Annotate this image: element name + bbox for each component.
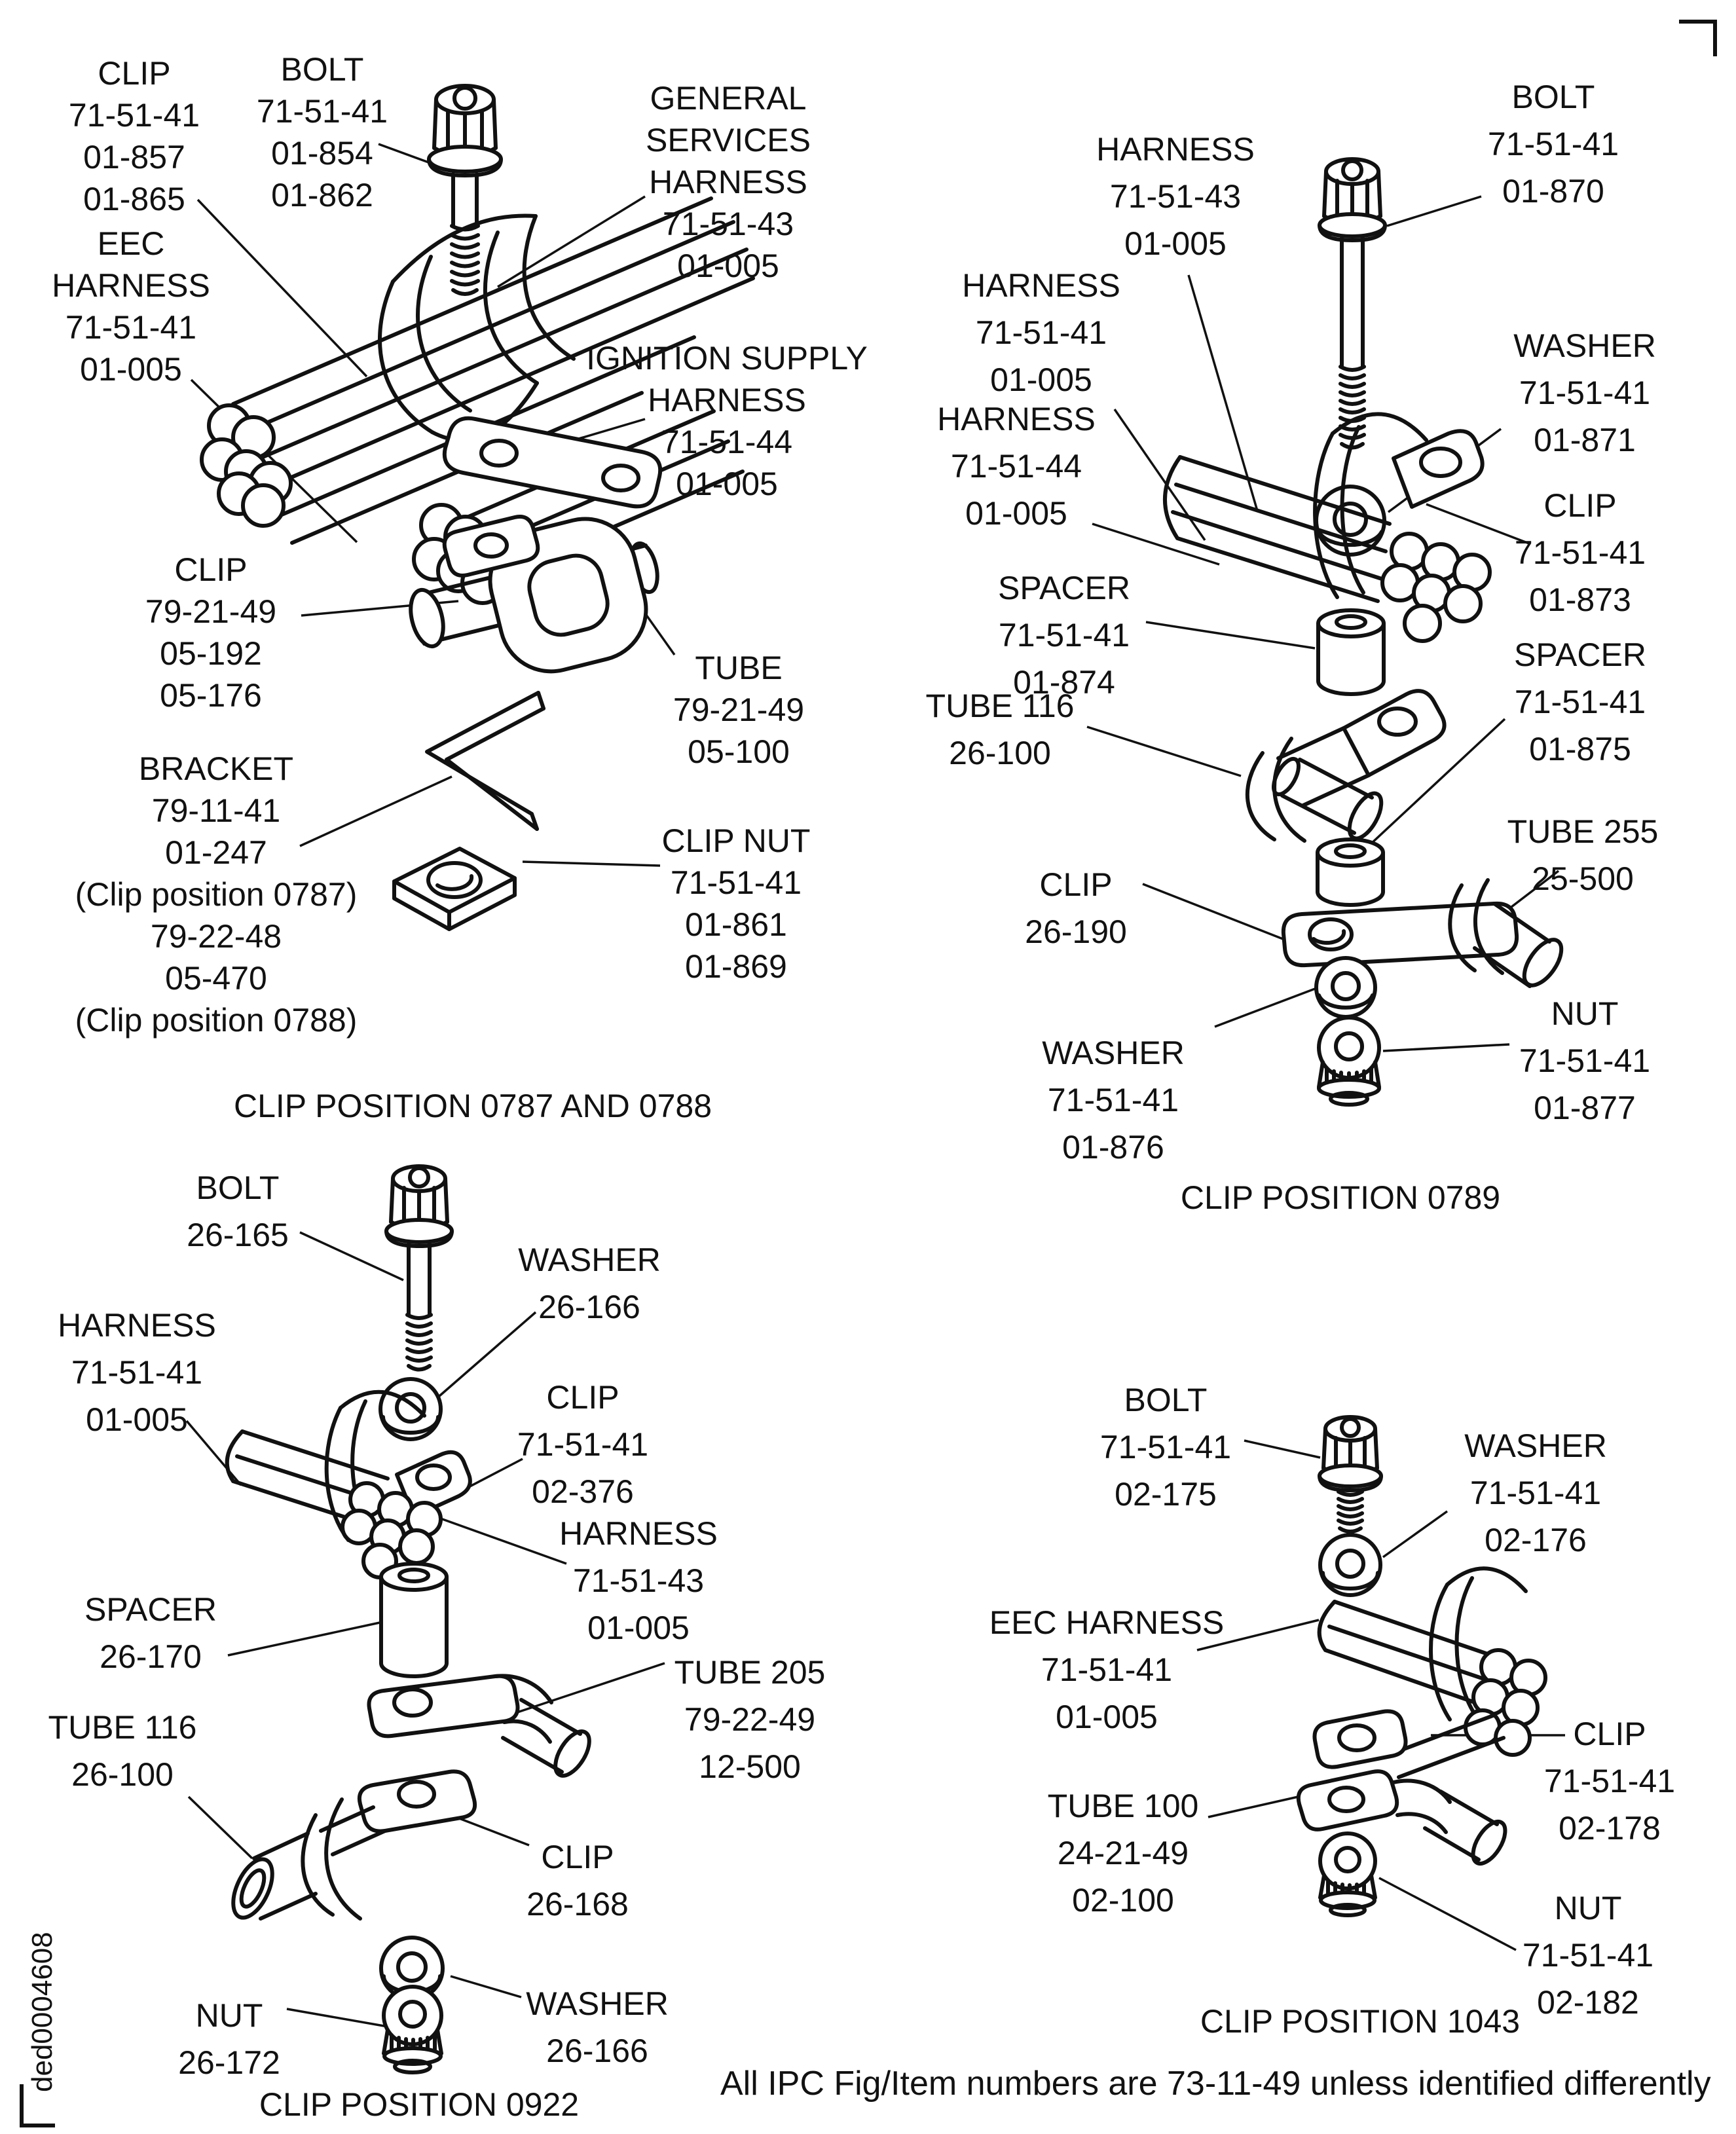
figure-caption-1043: CLIP POSITION 1043 — [1200, 2003, 1521, 2040]
footer-note: All IPC Fig/Item numbers are 73-11-49 un… — [720, 2065, 1711, 2103]
figure-caption-0787-0788: CLIP POSITION 0787 AND 0788 — [233, 1088, 712, 1124]
figure-caption-0789: CLIP POSITION 0789 — [1180, 1179, 1501, 1216]
bolt-illustration-1043 — [1318, 1415, 1383, 1534]
washer-illustration-02-176 — [1318, 1533, 1382, 1597]
corner-mark-bottom-left — [20, 2084, 55, 2127]
tube-255-illustration — [1448, 878, 1564, 988]
spacer-illustration-01-874 — [1316, 608, 1386, 696]
harness-illustration-0922 — [225, 1389, 472, 1579]
washer-illustration-26-166 — [379, 1377, 443, 1441]
figure-caption-0922: CLIP POSITION 0922 — [259, 2086, 580, 2123]
corner-mark-top-right — [1679, 20, 1717, 56]
nut-illustration-02-182 — [1318, 1831, 1377, 1917]
washer-illustration-01-876 — [1314, 956, 1377, 1019]
nut-illustration-01-877 — [1317, 1016, 1381, 1107]
bolt-illustration-0922 — [384, 1164, 454, 1372]
tube-205-illustration — [367, 1674, 591, 1778]
clip-illustration-79-21-49 — [409, 515, 659, 674]
tube-116-illustration-0789 — [1245, 689, 1447, 843]
harness-illustration-0789 — [1163, 412, 1492, 643]
spacer-illustration-01-875 — [1316, 837, 1385, 907]
tube-116-illustration-0922 — [231, 1769, 477, 1921]
eec-harness-illustration-1043 — [1312, 1566, 1547, 1779]
bolt-illustration-0789 — [1318, 157, 1387, 450]
spacer-illustration-26-170 — [379, 1562, 449, 1678]
bracket-illustration — [425, 691, 545, 831]
bolt-illustration-0787 — [427, 84, 503, 296]
clip-nut-illustration — [392, 847, 517, 931]
document-code: ded0004608 — [26, 1932, 58, 2092]
tube-100-illustration — [1296, 1769, 1507, 1866]
nut-illustration-26-172 — [382, 1985, 443, 2074]
clip-26-190-illustration — [1281, 901, 1519, 968]
